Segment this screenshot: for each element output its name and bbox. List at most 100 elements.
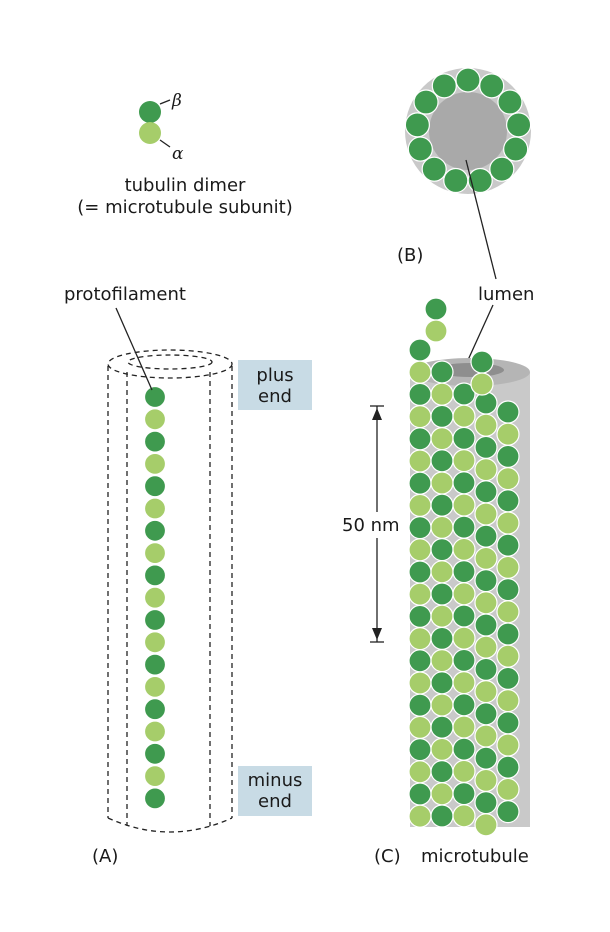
panel-a-protofilament: protofilament plus end minus end (A)	[64, 284, 312, 867]
microtubule-subunit	[496, 799, 520, 824]
tube-bottom-arc	[107, 817, 233, 833]
microtubule-subunit	[430, 493, 454, 517]
microtubule-subunit	[452, 604, 476, 628]
microtubule-subunit	[430, 382, 454, 406]
microtubule-subunit	[430, 360, 454, 384]
dimer-caption-line2: (= microtubule subunit)	[77, 197, 292, 218]
protofilament-subunit	[143, 787, 167, 810]
cross-section-lumen	[429, 92, 507, 170]
microtubule-subunit	[430, 604, 454, 628]
tubulin-dimer: β α tubulin dimer (= microtubule subunit…	[77, 91, 292, 218]
microtubule-subunit	[408, 604, 432, 629]
microtubule-subunit	[430, 759, 454, 784]
microtubule-subunit	[408, 582, 432, 606]
microtubule-subunit	[496, 511, 520, 535]
protofilament-subunit	[143, 541, 167, 565]
microtubule-subunit	[430, 582, 454, 606]
microtubule-subunit	[474, 546, 498, 571]
protofilament-subunit	[143, 452, 167, 475]
panel-b-letter: (B)	[397, 245, 423, 266]
microtubule-subunit	[408, 760, 432, 784]
ring-subunit	[407, 136, 433, 162]
microtubule-subunit	[474, 458, 498, 482]
protofilament-subunit	[143, 408, 167, 431]
microtubule-subunit	[452, 804, 476, 828]
microtubule-subunit	[474, 524, 498, 548]
microtubule-subunits	[408, 297, 520, 837]
microtubule-subunit	[496, 577, 520, 602]
microtubule-caption: microtubule	[421, 846, 529, 867]
microtubule-subunit	[474, 702, 498, 726]
microtubule-subunit	[408, 737, 432, 762]
microtubule-subunit	[496, 533, 520, 557]
ring-subunit	[503, 136, 529, 162]
microtubule-subunit	[474, 790, 498, 815]
minus-end-label-line2: end	[258, 791, 292, 812]
protofilament-subunit	[143, 720, 167, 743]
microtubule-subunit	[430, 404, 454, 428]
microtubule-subunit	[474, 568, 498, 593]
protofilament-subunit	[143, 608, 167, 632]
protofilament-subunit	[143, 497, 167, 520]
ring-subunit	[479, 73, 505, 99]
microtubule-subunit	[452, 582, 476, 606]
microtubule-subunit	[474, 768, 498, 793]
microtubule-subunit	[408, 804, 432, 828]
microtubule-subunit	[496, 622, 520, 646]
tube-top-outer-ellipse	[107, 349, 233, 379]
protofilament-subunits	[143, 385, 167, 810]
beta-label: β	[171, 91, 182, 111]
protofilament-subunit	[143, 385, 167, 409]
microtubule-subunit	[452, 537, 476, 562]
ring-subunit	[506, 112, 532, 138]
plus-end-label-line1: plus	[256, 365, 293, 386]
lumen-label: lumen	[478, 284, 534, 305]
microtubule-subunit	[474, 635, 498, 659]
microtubule-subunit	[408, 360, 432, 384]
panel-c-letter: (C)	[374, 846, 401, 867]
microtubule-subunit	[452, 515, 476, 539]
protofilament-subunit	[143, 653, 167, 676]
microtubule-subunit	[408, 427, 432, 451]
microtubule-subunit	[452, 493, 476, 517]
microtubule-subunit	[496, 688, 520, 713]
microtubule-subunit	[496, 644, 520, 668]
scale-bar-label: 50 nm	[342, 515, 400, 536]
microtubule-subunit	[452, 648, 476, 673]
protofilament-subunit	[143, 564, 167, 587]
microtubule-subunit	[430, 471, 454, 495]
microtubule-subunit	[496, 600, 520, 624]
alpha-tubulin-subunit	[139, 122, 161, 144]
ring-subunit	[413, 89, 439, 115]
microtubule-subunit	[496, 711, 520, 735]
microtubule-subunit	[474, 591, 498, 615]
microtubule-subunit	[496, 755, 520, 779]
microtubule-subunit	[430, 782, 454, 806]
microtubule-subunit	[474, 391, 498, 415]
microtubule-subunit	[452, 737, 476, 761]
microtubule-subunit	[430, 648, 454, 673]
microtubule-subunit	[474, 502, 498, 526]
microtubule-subunit	[408, 515, 432, 540]
microtubule-subunit	[452, 559, 476, 584]
protofilament-subunit	[143, 631, 167, 654]
lumen-leader-line-to-tube	[467, 304, 494, 361]
microtubule-subunit	[430, 537, 454, 562]
ring-subunits	[404, 67, 532, 194]
microtubule-subunit	[408, 715, 432, 740]
protofilament-subunit	[143, 698, 167, 721]
ring-subunit	[443, 167, 469, 194]
microtubule-subunit	[496, 555, 520, 580]
microtubule-subunit	[430, 671, 454, 695]
microtubule-subunit	[452, 449, 476, 473]
alpha-leader-line	[159, 139, 171, 148]
microtubule-subunit	[430, 515, 454, 540]
microtubule-subunit	[470, 350, 494, 374]
ring-subunit	[455, 67, 481, 93]
microtubule-subunit	[408, 671, 432, 695]
beta-leader-line	[159, 99, 171, 105]
microtubule-subunit	[408, 649, 432, 673]
microtubule-subunit	[496, 666, 520, 691]
microtubule-subunit	[474, 613, 498, 637]
